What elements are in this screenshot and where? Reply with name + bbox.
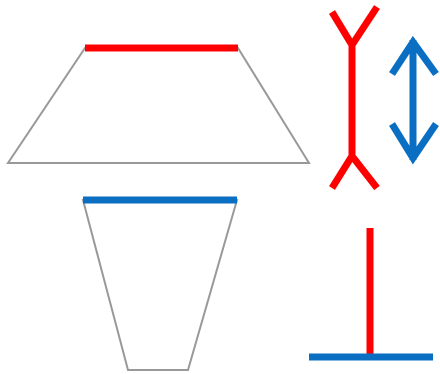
wide-trapezoid-outline [6, 47, 311, 164]
wide-trapezoid [6, 44, 311, 164]
tall-trapezoid-outline [81, 199, 239, 371]
forked-bar-bottom-right-prong [349, 153, 380, 191]
red-forked-bar [329, 5, 380, 191]
tall-trapezoid [81, 196, 239, 371]
forked-bar-top-right-prong [349, 5, 380, 47]
inverted-t [309, 228, 433, 361]
double-arrow-bottom-head [389, 122, 439, 165]
forked-bar-top-left-prong [329, 10, 355, 47]
forked-bar-bottom-left-prong [329, 154, 355, 190]
blue-double-arrow [389, 35, 439, 165]
double-arrow-top-head [389, 35, 439, 77]
